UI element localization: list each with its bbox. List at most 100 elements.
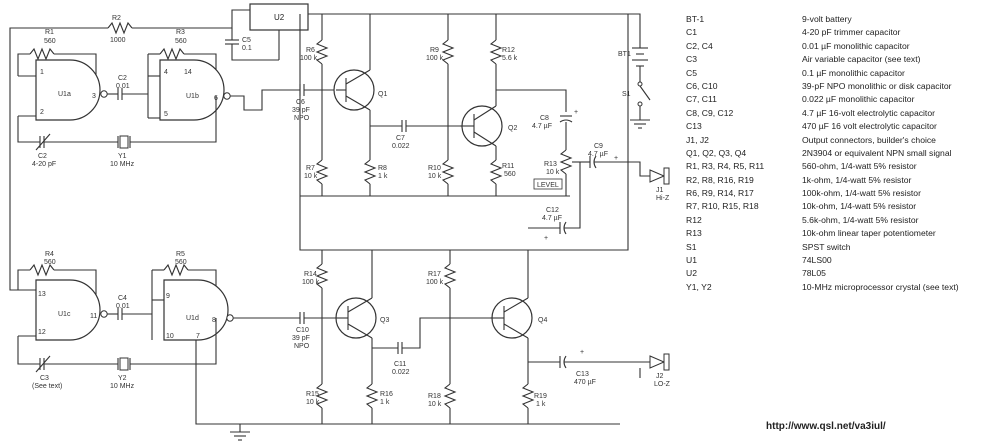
svg-text:C2: C2 (38, 153, 47, 160)
svg-text:10 k: 10 k (304, 173, 318, 180)
svg-text:2: 2 (40, 109, 44, 116)
svg-text:U1a: U1a (58, 91, 71, 98)
svg-text:0.022: 0.022 (392, 143, 410, 150)
svg-text:1 k: 1 k (378, 173, 388, 180)
svg-text:560: 560 (504, 171, 516, 178)
amplifier-q2: LEVEL (441, 14, 670, 196)
crystal-y2 (119, 357, 129, 371)
part-reference: R13 (686, 228, 702, 239)
svg-text:10 k: 10 k (428, 401, 442, 408)
part-reference: R6, R9, R14, R17 (686, 188, 754, 199)
svg-text:1000: 1000 (110, 37, 126, 44)
transistor-q1 (333, 69, 375, 111)
resistor-r12 (489, 39, 503, 65)
part-description: 9-volt battery (802, 14, 852, 24)
svg-text:4.7 µF: 4.7 µF (532, 123, 552, 130)
svg-text:R1: R1 (45, 29, 54, 36)
part-reference: R1, R3, R4, R5, R11 (686, 161, 765, 172)
part-description: 0.022 µF monolithic capacitor (802, 94, 915, 105)
resistor-r5 (163, 263, 189, 277)
resistor-r6 (315, 39, 329, 65)
part-reference: C8, C9, C12 (686, 107, 734, 118)
svg-text:8: 8 (212, 317, 216, 324)
part-description: Output connectors, builder's choice (802, 134, 936, 145)
part-reference: C2, C4 (686, 40, 713, 51)
amplifier-q4 (443, 162, 670, 424)
resistor-r11 (489, 159, 503, 185)
power-supply (630, 40, 651, 129)
svg-text:U1d: U1d (186, 315, 199, 322)
source-url: http://www.qsl.net/va3iul/ (766, 421, 886, 432)
svg-text:Hi-Z: Hi-Z (656, 195, 670, 202)
svg-text:U2: U2 (274, 13, 285, 22)
resistor-r18 (443, 383, 457, 409)
svg-text:Y1: Y1 (118, 153, 127, 160)
circuit-schematic: U2 (9, 3, 671, 441)
oscillator-bottom (9, 14, 629, 441)
svg-text:4-20 pF: 4-20 pF (32, 161, 56, 168)
svg-text:4.7 µF: 4.7 µF (542, 215, 562, 222)
parts-list-row: U1 74LS00 (686, 255, 985, 268)
part-reference: R2, R8, R16, R19 (686, 174, 754, 185)
nand-gate-u1b (159, 59, 225, 121)
part-description: 74LS00 (802, 255, 832, 266)
svg-text:560: 560 (44, 38, 56, 45)
svg-text:BT1: BT1 (618, 51, 631, 58)
part-reference: C3 (686, 54, 697, 65)
svg-text:14: 14 (184, 69, 192, 76)
svg-text:R7: R7 (306, 165, 315, 172)
svg-text:5: 5 (164, 111, 168, 118)
connector-j1 (649, 169, 666, 183)
svg-text:C4: C4 (118, 295, 127, 302)
svg-text:+: + (580, 349, 584, 356)
part-reference: Q1, Q2, Q3, Q4 (686, 147, 747, 158)
svg-text:C8: C8 (540, 115, 549, 122)
svg-text:6: 6 (214, 95, 218, 102)
resistor-r7 (315, 159, 329, 185)
svg-text:R19: R19 (534, 393, 547, 400)
svg-text:Q1: Q1 (378, 91, 387, 98)
parts-list-row: C7, C11 0.022 µF monolithic capacitor (686, 94, 985, 107)
svg-text:12: 12 (38, 329, 46, 336)
svg-text:R5: R5 (176, 251, 185, 258)
part-reference: C7, C11 (686, 94, 717, 105)
svg-text:+: + (544, 235, 548, 242)
svg-text:10 k: 10 k (546, 169, 560, 176)
svg-text:C10: C10 (296, 327, 309, 334)
connector-j2 (649, 355, 666, 369)
svg-text:C11: C11 (394, 361, 406, 368)
svg-text:1 k: 1 k (380, 399, 390, 406)
potentiometer-r13 (559, 149, 573, 175)
part-description: 39-pF NPO monolithic or disk capacitor (802, 80, 952, 91)
svg-text:R6: R6 (306, 47, 315, 54)
part-reference: U1 (686, 255, 697, 266)
part-description: SPST switch (802, 241, 851, 252)
svg-text:10 MHz: 10 MHz (110, 383, 135, 390)
svg-text:J2: J2 (656, 373, 664, 380)
svg-text:470 µF: 470 µF (574, 379, 596, 386)
level-label-box (533, 178, 563, 190)
part-description: 4-20 pF trimmer capacitor (802, 27, 901, 38)
svg-text:4: 4 (164, 69, 168, 76)
svg-text:R13: R13 (544, 161, 557, 168)
part-reference: U2 (686, 268, 697, 279)
svg-text:560: 560 (175, 259, 187, 266)
svg-text:100 k: 100 k (300, 55, 318, 62)
oscillator-top: U2 (9, 3, 641, 236)
part-description: 1k-ohm, 1/4-watt 5% resistor (802, 174, 912, 185)
resistor-r10 (441, 159, 455, 185)
svg-text:R17: R17 (428, 271, 441, 278)
resistor-r4 (29, 263, 55, 277)
switch-s1 (639, 85, 651, 101)
svg-text:0.01: 0.01 (116, 83, 130, 90)
svg-text:+: + (614, 155, 618, 162)
svg-text:+: + (574, 109, 578, 116)
svg-text:11: 11 (90, 313, 97, 320)
